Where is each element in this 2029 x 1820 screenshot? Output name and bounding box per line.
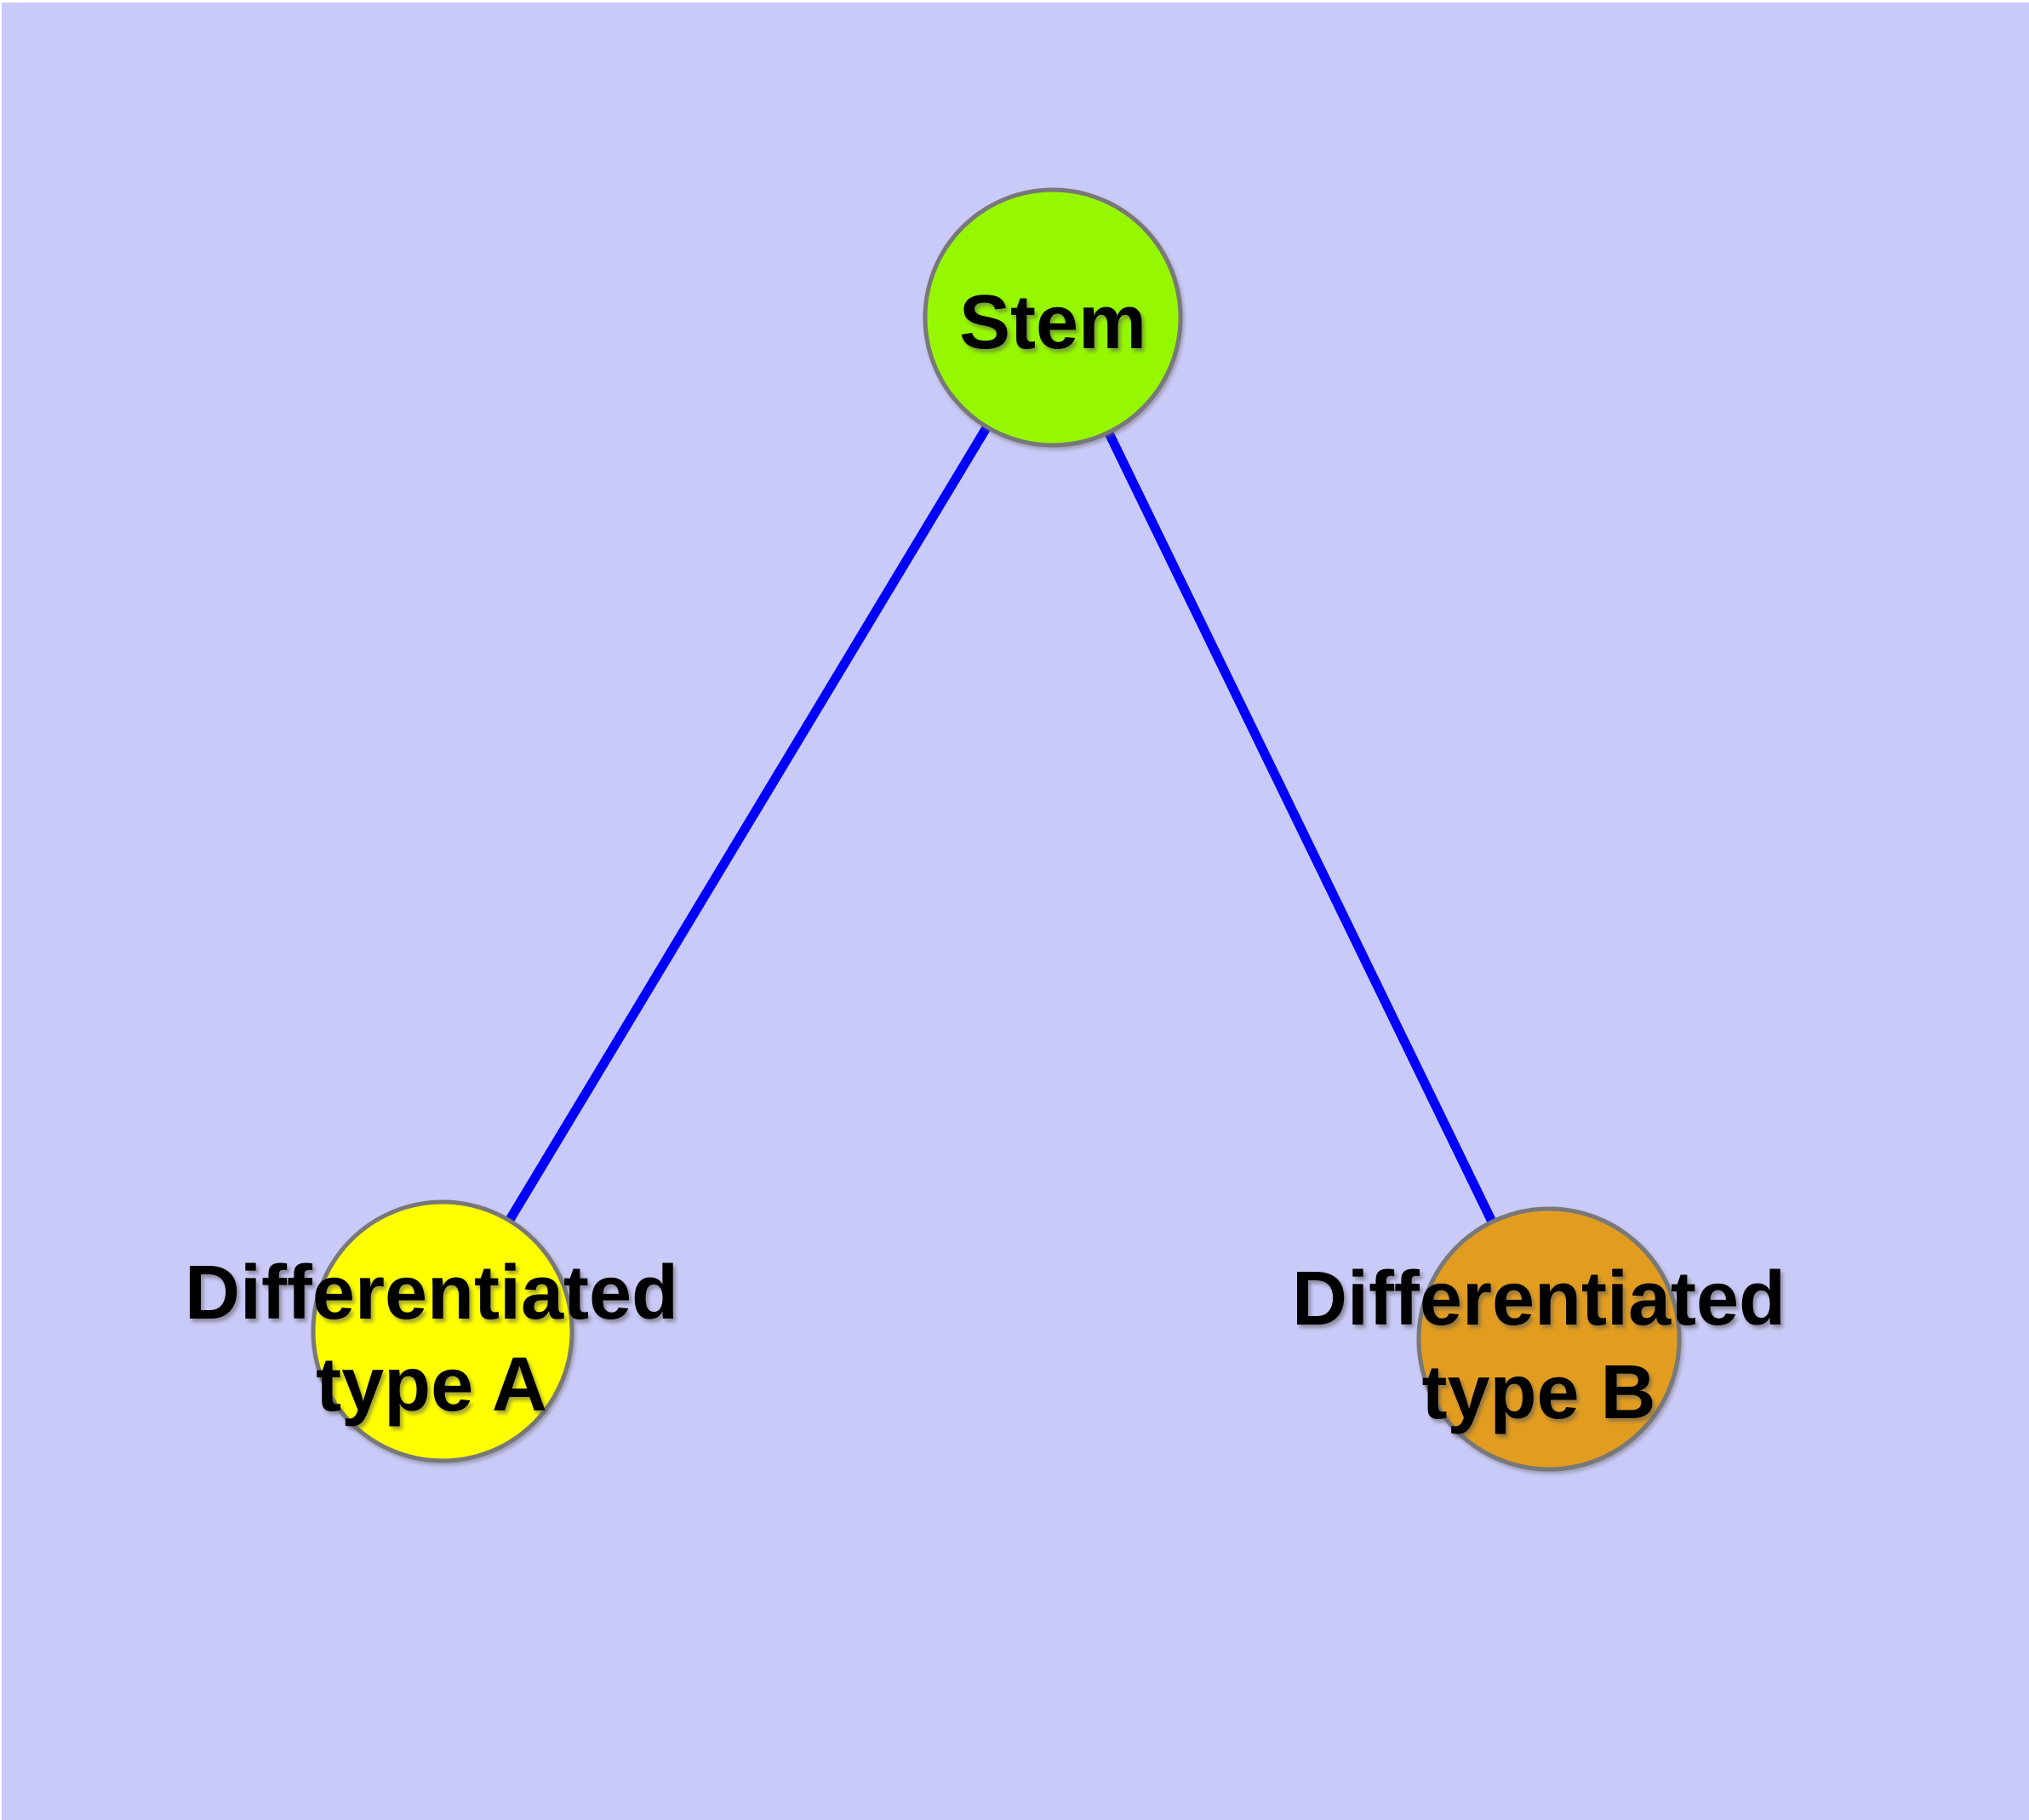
node-stem-label: Stem bbox=[959, 280, 1146, 365]
edge-stem-to-type-a bbox=[438, 315, 1057, 1334]
edge-stem-to-type-b bbox=[1049, 315, 1553, 1342]
node-type-a-label-line1: Differentiated bbox=[185, 1251, 678, 1336]
node-stem[interactable] bbox=[923, 187, 1183, 448]
node-type-b-label-line1: Differentiated bbox=[1292, 1256, 1786, 1342]
node-type-b-label-line2: type B bbox=[1421, 1350, 1655, 1435]
node-differentiated-type-a[interactable] bbox=[311, 1199, 574, 1463]
node-differentiated-type-b[interactable] bbox=[1416, 1206, 1682, 1472]
node-type-a-label-line2: type A bbox=[316, 1342, 547, 1428]
